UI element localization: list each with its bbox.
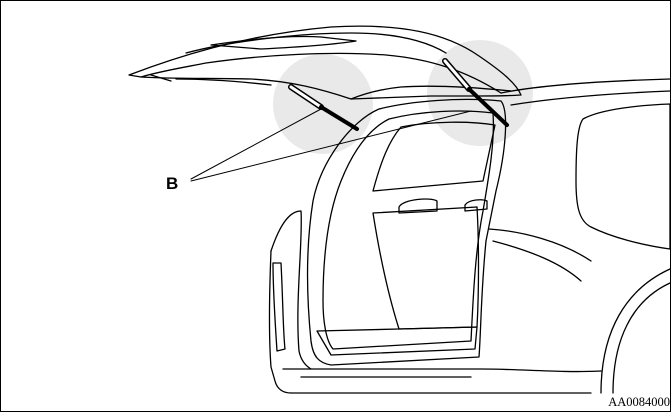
wheel-arch [600,268,670,394]
liftgate-outline [128,25,522,100]
left-pillar [270,210,312,370]
cargo-floor [316,326,478,356]
callout-line-left [190,108,322,180]
gas-strut-right [442,58,509,127]
seat-headrest-right [464,199,488,212]
seat-headrest-left [398,198,438,214]
tail-light-left [272,262,286,352]
left-body-side [268,250,292,394]
gas-strut-left [288,84,359,131]
side-window [575,103,670,250]
liftgate-window-top [185,32,447,54]
cargo-opening [306,98,507,366]
callout-line-right [190,110,472,182]
highlight-circle-left [273,54,373,154]
rear-bumper [282,368,602,394]
cargo-opening-inner [322,110,495,350]
callout-label-b: B [166,174,179,193]
roof-line [500,78,670,106]
right-quarter-panel [488,228,592,282]
liftgate-glass-edge [350,85,512,100]
cabin-window [372,121,496,192]
figure-code: AA0084000 [605,394,670,410]
rear-seat-back [372,206,480,330]
liftgate-wiper [210,35,357,50]
liftgate-lower-edge [150,74,272,86]
